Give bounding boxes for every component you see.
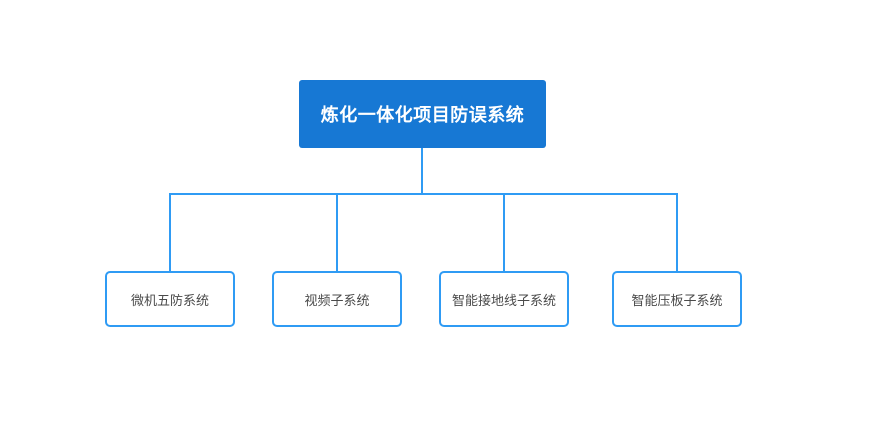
connector-drop-4 — [676, 193, 678, 271]
connector-root-stem — [421, 148, 423, 195]
child-node-3[interactable]: 智能接地线子系统 — [439, 271, 569, 327]
child-node-1[interactable]: 微机五防系统 — [105, 271, 235, 327]
connector-drop-1 — [169, 193, 171, 271]
connector-bus — [169, 193, 678, 195]
connector-drop-3 — [503, 193, 505, 271]
child-node-2[interactable]: 视频子系统 — [272, 271, 402, 327]
child-node-4[interactable]: 智能压板子系统 — [612, 271, 742, 327]
root-node[interactable]: 炼化一体化项目防误系统 — [299, 80, 546, 148]
connector-drop-2 — [336, 193, 338, 271]
